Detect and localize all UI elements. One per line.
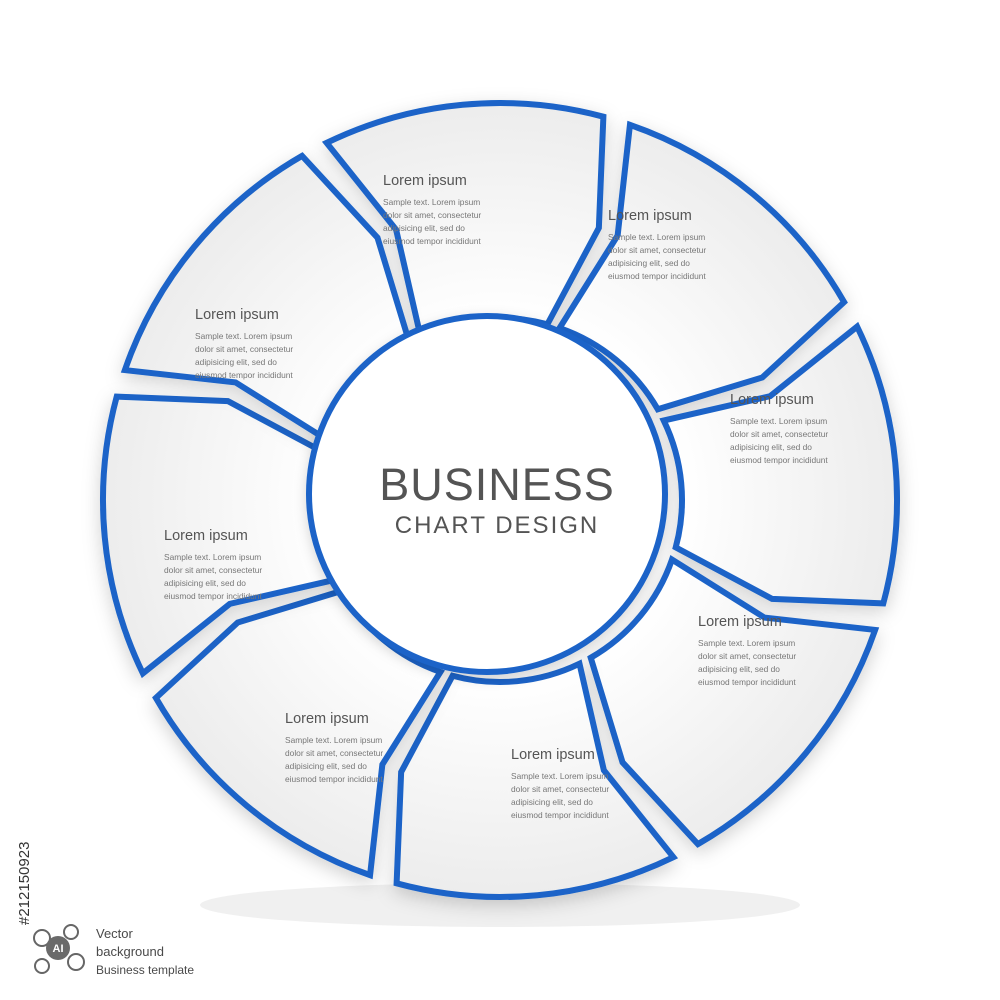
footer-logo: AI Vector background Business template: [33, 924, 194, 977]
segment-body-line: Sample text. Lorem ipsum: [608, 232, 705, 242]
center-title: BUSINESS: [379, 459, 615, 510]
segment-title: Lorem ipsum: [698, 614, 782, 630]
segment-body-line: adipisicing elit, sed do: [164, 578, 246, 588]
segment-body-line: adipisicing elit, sed do: [511, 797, 593, 807]
segment-arrow-shape: [555, 120, 848, 413]
segment-arrow-shape: [393, 659, 679, 900]
segment-body-line: Sample text. Lorem ipsum: [511, 771, 608, 781]
stock-id: #212150923: [16, 842, 33, 925]
segment-body-line: dolor sit amet, consectetur: [383, 210, 481, 220]
stock-id-text: #212150923: [16, 842, 33, 925]
segment-body-line: Sample text. Lorem ipsum: [383, 197, 480, 207]
segment-body-line: adipisicing elit, sed do: [383, 223, 465, 233]
segment-body-line: adipisicing elit, sed do: [285, 761, 367, 771]
segment-body-line: eiusmod tempor incididunt: [511, 810, 609, 820]
segment-body-line: eiusmod tempor incididunt: [164, 591, 262, 601]
segment-body-line: eiusmod tempor incididunt: [383, 236, 481, 246]
segment-body-line: Sample text. Lorem ipsum: [195, 331, 292, 341]
center-hub: BUSINESS CHART DESIGN: [306, 313, 668, 675]
segment-body-line: Sample text. Lorem ipsum: [730, 416, 827, 426]
segment-body-line: adipisicing elit, sed do: [730, 442, 812, 452]
ai-logo-icon: AI: [33, 924, 85, 974]
segment-body-line: dolor sit amet, consectetur: [698, 651, 796, 661]
segment-title: Lorem ipsum: [195, 307, 279, 323]
segment-body-line: eiusmod tempor incididunt: [730, 455, 828, 465]
segment-title: Lorem ipsum: [285, 711, 369, 727]
segment-body-line: Sample text. Lorem ipsum: [698, 638, 795, 648]
center-subtitle: CHART DESIGN: [395, 512, 599, 539]
ai-logo-text: AI: [53, 943, 64, 955]
segment-body-line: eiusmod tempor incididunt: [698, 677, 796, 687]
segment-body-line: Sample text. Lorem ipsum: [164, 552, 261, 562]
segment-arrow-shape: [659, 321, 900, 607]
center-circle: [306, 313, 668, 675]
segment-title: Lorem ipsum: [383, 173, 467, 189]
segment-arrow-shape: [152, 587, 445, 880]
segment-arrow-shape: [587, 555, 880, 848]
segment-body-line: dolor sit amet, consectetur: [608, 245, 706, 255]
segment-title: Lorem ipsum: [730, 392, 814, 408]
segment-body-line: eiusmod tempor incididunt: [608, 271, 706, 281]
segment-body-line: dolor sit amet, consectetur: [164, 565, 262, 575]
segment-body-line: Sample text. Lorem ipsum: [285, 735, 382, 745]
footer-line-1: Vector: [96, 926, 134, 941]
segment-body-line: dolor sit amet, consectetur: [195, 344, 293, 354]
segment-body-line: dolor sit amet, consectetur: [511, 784, 609, 794]
ground-shadow: [200, 883, 800, 927]
segment-body-line: dolor sit amet, consectetur: [285, 748, 383, 758]
footer-line-2: background: [96, 944, 164, 959]
segment-body-line: adipisicing elit, sed do: [698, 664, 780, 674]
segment-body-line: eiusmod tempor incididunt: [195, 370, 293, 380]
segment-title: Lorem ipsum: [608, 208, 692, 224]
segment-body-line: adipisicing elit, sed do: [608, 258, 690, 268]
segment-title: Lorem ipsum: [511, 747, 595, 763]
segment-body-line: adipisicing elit, sed do: [195, 357, 277, 367]
segment-body-line: eiusmod tempor incididunt: [285, 774, 383, 784]
footer-line-3: Business template: [96, 963, 194, 977]
segment-title: Lorem ipsum: [164, 528, 248, 544]
segment-body-line: dolor sit amet, consectetur: [730, 429, 828, 439]
